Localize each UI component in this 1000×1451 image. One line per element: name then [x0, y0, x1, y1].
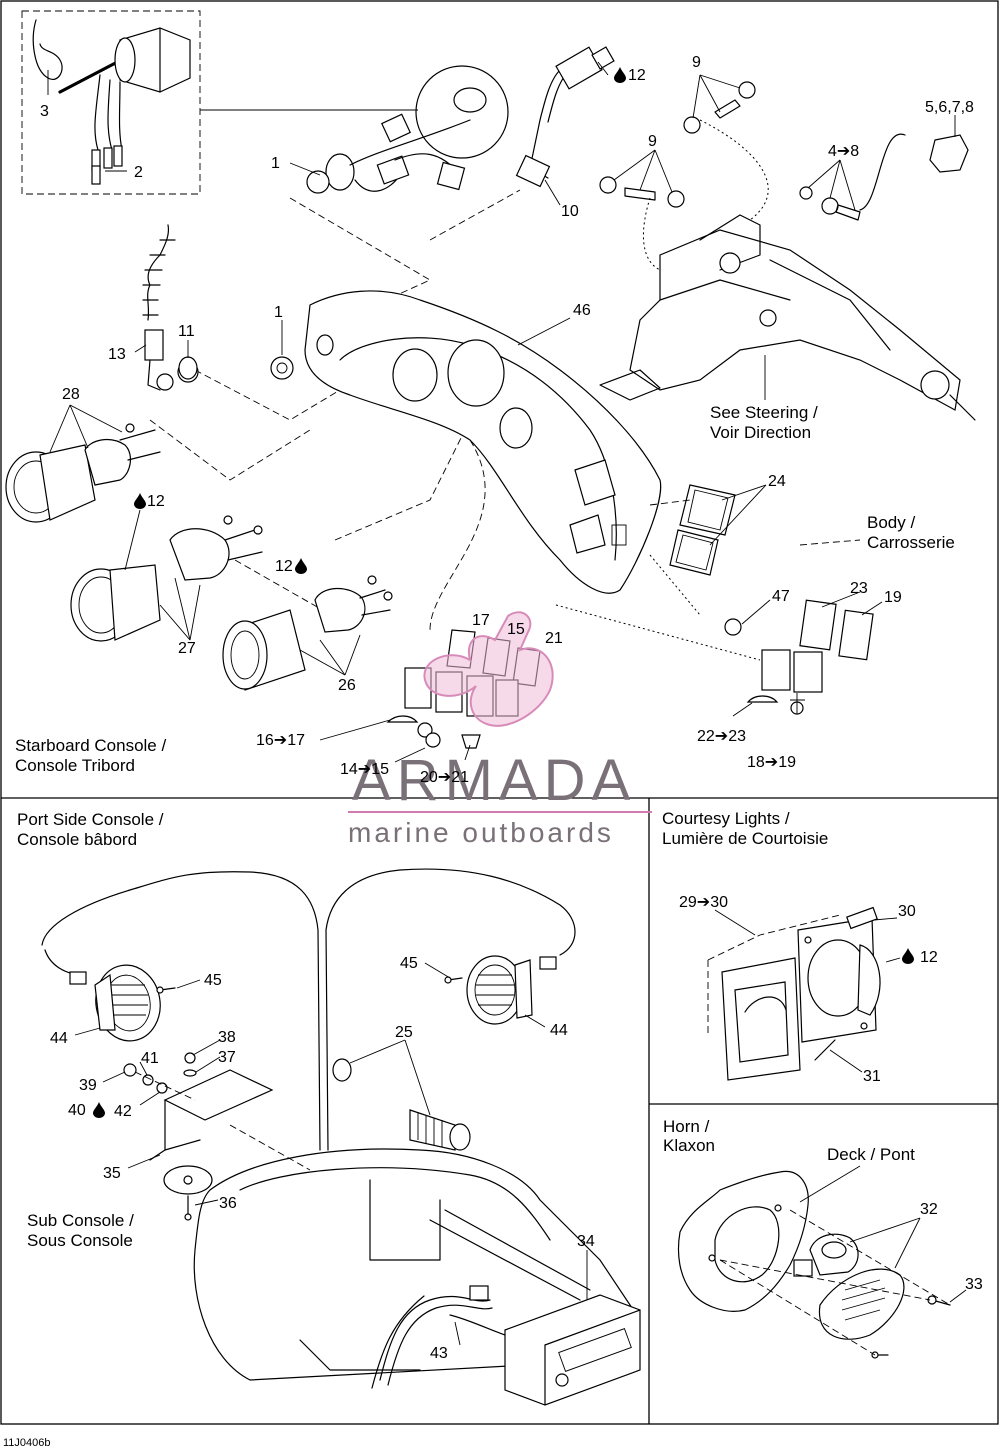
part-number: 12: [920, 949, 938, 966]
deck-ref: Deck / Pont: [827, 1145, 915, 1164]
part-number: 39: [79, 1077, 97, 1094]
ignition-inset-box: [21, 10, 201, 195]
part-number: 44: [50, 1030, 68, 1047]
part-number: 30: [898, 903, 916, 920]
subconsole-ref-line1: Sub Console /: [27, 1211, 134, 1230]
gauge-27: [70, 515, 263, 642]
part-number: 40: [68, 1102, 86, 1119]
part-number: 22➔23: [697, 728, 746, 745]
body-ref-line2: Carrosserie: [867, 533, 955, 552]
part-number: 4➔8: [828, 143, 859, 160]
part-number: 5,6,7,8: [925, 99, 974, 116]
sealant-drop-icons: [93, 67, 914, 1118]
port-title-line1: Port Side Console /: [17, 810, 164, 829]
part-numbers: 3 2 1 12 9 9 5,6,7,8 4➔8 10 46 1 11 13 2…: [40, 54, 983, 1362]
part-number: 12: [628, 67, 646, 84]
gauge-28: [5, 423, 161, 523]
part-number: 14➔15: [340, 761, 389, 778]
starboard-title-line2: Console Tribord: [15, 756, 135, 775]
part-number: 3: [40, 103, 49, 120]
part-number: 1: [271, 155, 280, 172]
part-number: 41: [141, 1050, 159, 1067]
part-number: 13: [108, 346, 126, 363]
part-number: 47: [772, 588, 790, 605]
part-number: 37: [218, 1049, 236, 1066]
part-number: 9: [648, 133, 657, 150]
drop-icon: [902, 948, 914, 964]
part-number: 26: [338, 677, 356, 694]
section-titles: Starboard Console / Console Tribord Port…: [15, 736, 828, 1155]
part-number: 19: [884, 589, 902, 606]
horn-drawing: [677, 1170, 951, 1359]
part-number: 42: [114, 1103, 132, 1120]
part-number: 27: [178, 640, 196, 657]
horn-title-line2: Klaxon: [663, 1136, 715, 1155]
part-number: 32: [920, 1201, 938, 1218]
part-number: 45: [204, 972, 222, 989]
horn-title-line1: Horn /: [663, 1117, 710, 1136]
subconsole-ref-line2: Sous Console: [27, 1231, 133, 1250]
dashboard-panel-46: [304, 290, 662, 631]
courtesy-title-line1: Courtesy Lights /: [662, 809, 790, 828]
part-number: 34: [577, 1233, 595, 1250]
drop-icon: [134, 493, 146, 509]
port-leader-lines: [74, 962, 588, 1346]
figure-code: 11J0406b: [3, 1437, 51, 1449]
courtesy-leader-lines: [714, 909, 901, 1073]
armada-watermark: ARMADA marine outboards: [348, 611, 652, 848]
part-number: 36: [219, 1195, 237, 1212]
steering-ref-line1: See Steering /: [710, 403, 818, 422]
part-number: 12: [147, 493, 165, 510]
starboard-title-line1: Starboard Console /: [15, 736, 166, 755]
steering-assembly: [599, 133, 976, 421]
starboard-console-drawing: [5, 19, 976, 749]
port-console-drawing: [41, 868, 641, 1406]
part-number: 23: [850, 580, 868, 597]
part-number: 20➔21: [420, 769, 469, 786]
part-number: 10: [561, 203, 579, 220]
watermark-brand: ARMADA: [352, 748, 636, 813]
part-number: 45: [400, 955, 418, 972]
part-number: 12: [275, 558, 293, 575]
part-number: 25: [395, 1024, 413, 1041]
steering-ref-line2: Voir Direction: [710, 423, 811, 442]
callout-labels: See Steering / Voir Direction Body / Car…: [27, 403, 955, 1250]
port-title-line2: Console bâbord: [17, 830, 137, 849]
drop-icon: [93, 1102, 105, 1118]
starboard-leader-lines: [47, 61, 956, 763]
part-number: 16➔17: [256, 732, 305, 749]
drop-icon: [295, 558, 307, 574]
body-ref-line1: Body /: [867, 513, 915, 532]
part-number: 44: [550, 1022, 568, 1039]
part-number: 18➔19: [747, 754, 796, 771]
part-number: 24: [768, 473, 786, 490]
part-number: 9: [692, 54, 701, 71]
part-number: 15: [507, 621, 525, 638]
part-number: 46: [573, 302, 591, 319]
ignition-harness: [306, 87, 487, 194]
gauge-26: [222, 575, 393, 691]
part-number: 29➔30: [679, 894, 728, 911]
part-number: 38: [218, 1029, 236, 1046]
part-number: 21: [545, 630, 563, 647]
part-number: 17: [472, 612, 490, 629]
part-number: 11: [178, 323, 195, 340]
courtesy-light-drawing: [707, 906, 881, 1081]
part-number: 43: [430, 1345, 448, 1362]
courtesy-title-line2: Lumière de Courtoisie: [662, 829, 828, 848]
drop-icon: [614, 67, 626, 83]
horn-leader-lines: [799, 1165, 967, 1303]
part-number: 33: [965, 1276, 983, 1293]
harness-connector-12: [515, 46, 615, 188]
part-number: 1: [274, 304, 283, 321]
hardware-9: [599, 81, 769, 271]
part-number: 28: [62, 386, 80, 403]
part-number: 35: [103, 1165, 121, 1182]
part-number: 31: [863, 1068, 881, 1085]
watermark-tagline: marine outboards: [348, 817, 614, 848]
part-number: 2: [134, 164, 143, 181]
ignition-switch-inset: [32, 19, 191, 185]
